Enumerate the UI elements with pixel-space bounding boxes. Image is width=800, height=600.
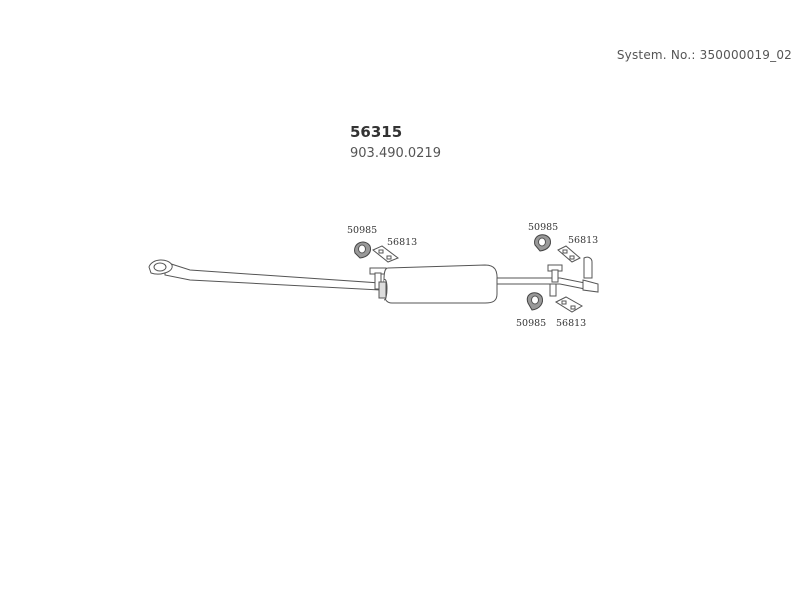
callout-clamp-rear-lower: 56813 — [556, 318, 586, 329]
callout-hanger-rear-lower: 50985 — [516, 318, 546, 329]
tail-pipe — [582, 256, 599, 293]
front-flange — [148, 259, 173, 275]
callout-clamp-rear-upper: 56813 — [568, 235, 598, 246]
middle-silencer — [378, 264, 498, 304]
rear-pipe — [496, 277, 586, 290]
callout-clamp-front: 56813 — [387, 237, 417, 248]
clamp-rear-upper — [557, 245, 581, 263]
rubber-hanger-rear-upper — [534, 234, 551, 252]
clamp-rear-lower — [554, 296, 583, 313]
callout-hanger-rear-upper: 50985 — [528, 222, 558, 233]
callout-hanger-front: 50985 — [347, 225, 377, 236]
rear-hanger-stud-lower — [549, 283, 557, 297]
assembly-reference-number: 903.490.0219 — [350, 146, 441, 161]
rubber-hanger-rear-lower — [526, 292, 543, 311]
system-number: System. No.: 350000019_02 — [616, 48, 792, 62]
assembly-part-number: 56315 — [350, 123, 403, 141]
front-pipe — [164, 261, 381, 291]
rubber-hanger-front — [354, 241, 371, 259]
clamp-front — [372, 245, 400, 263]
rear-hanger-stud-upper — [547, 264, 563, 283]
